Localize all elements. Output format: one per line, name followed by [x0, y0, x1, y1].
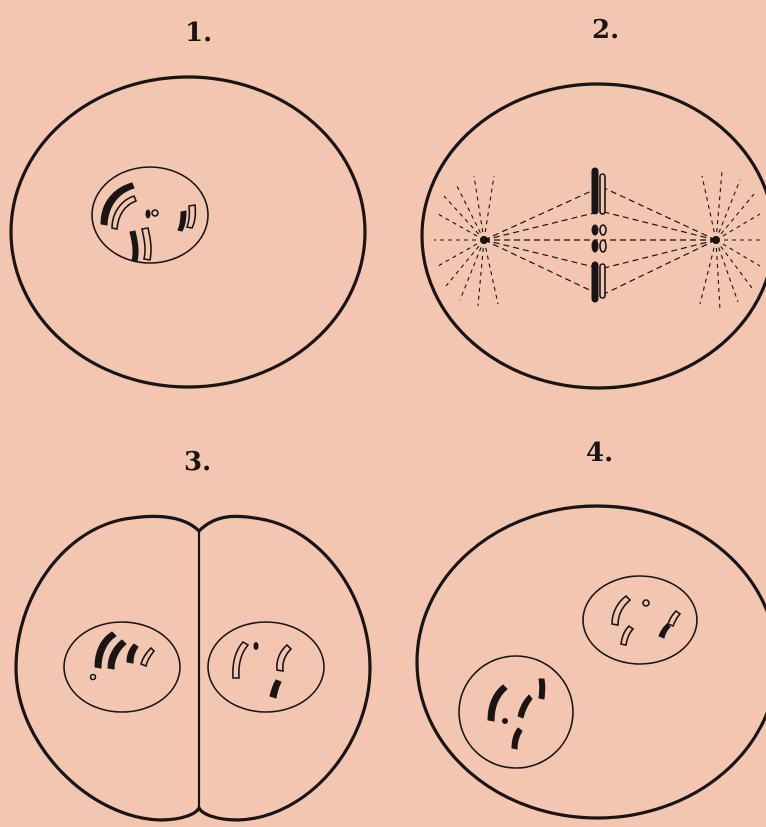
figure-4-upper-nucleus — [583, 576, 697, 664]
figure-3-left-chromosomes — [91, 632, 155, 680]
figure-4: 4. — [417, 438, 766, 818]
figure-4-lower-nucleus — [459, 656, 573, 768]
figure-1-chromosome — [187, 205, 195, 228]
figure-4-chromosome — [488, 685, 507, 721]
figure-3-left-nucleus — [64, 622, 180, 712]
figure-1-cell-outline — [11, 77, 365, 387]
figure-2-chromosome — [600, 174, 605, 214]
figure-4-chromosome — [503, 719, 508, 724]
figure-2-cell-outline — [422, 84, 766, 388]
figure-4-chromosome — [668, 611, 680, 626]
figure-4-label: 4. — [586, 438, 613, 468]
figure-2-label: 2. — [592, 15, 619, 45]
figure-3: 3. — [16, 447, 370, 820]
figure-3-chromosome — [277, 645, 291, 671]
figure-2-metaphase-plate — [592, 168, 606, 302]
figure-4-chromosome — [643, 600, 649, 606]
figure-1-chromosome — [146, 210, 150, 218]
figure-2-chromosome — [592, 262, 598, 302]
figure-3-chromosome — [254, 643, 258, 650]
figure-3-chromosome — [91, 675, 96, 680]
figure-1-chromosome — [178, 211, 186, 231]
figure-3-cell-outline — [16, 516, 370, 820]
figure-4-lower-chromosomes — [488, 679, 545, 749]
figure-3-chromosome — [141, 648, 154, 666]
figure-3-right-chromosomes — [233, 642, 291, 698]
figure-3-right-nucleus — [208, 622, 324, 712]
figure-1-chromosome — [130, 231, 138, 262]
figure-3-label: 3. — [184, 447, 211, 477]
figure-4-chromosome — [659, 624, 670, 638]
figure-1: 1. — [11, 18, 365, 387]
figure-3-chromosome — [233, 642, 248, 678]
figure-3-chromosome — [108, 640, 126, 669]
figure-4-chromosome — [612, 596, 630, 625]
figure-4-chromosome — [621, 626, 633, 645]
figure-2-chromosome — [592, 168, 598, 214]
figure-1-chromosome — [142, 228, 151, 260]
figure-1-chromosomes — [101, 183, 195, 262]
figure-4-chromosome — [512, 728, 522, 749]
figure-2-chromosome — [592, 240, 598, 252]
figure-4-upper-chromosomes — [612, 596, 680, 645]
figure-2-chromosome — [600, 225, 606, 235]
figure-2-left-centrosome — [480, 236, 488, 244]
figure-4-cell-outline — [417, 506, 766, 818]
figure-1-label: 1. — [185, 18, 212, 48]
figure-4-chromosome — [539, 679, 545, 699]
figure-3-chromosome — [127, 644, 138, 663]
figure-2-chromosome — [600, 264, 605, 298]
figure-2-chromosome — [592, 225, 598, 235]
figure-2-right-centrosome — [712, 236, 720, 244]
figure-4-chromosome — [518, 695, 532, 718]
figure-2-chromosome — [600, 240, 606, 252]
figure-1-chromosome — [152, 210, 158, 216]
figure-2: 2. — [422, 15, 766, 388]
figure-2-right-aster — [700, 172, 764, 310]
figure-3-chromosome — [270, 680, 281, 698]
